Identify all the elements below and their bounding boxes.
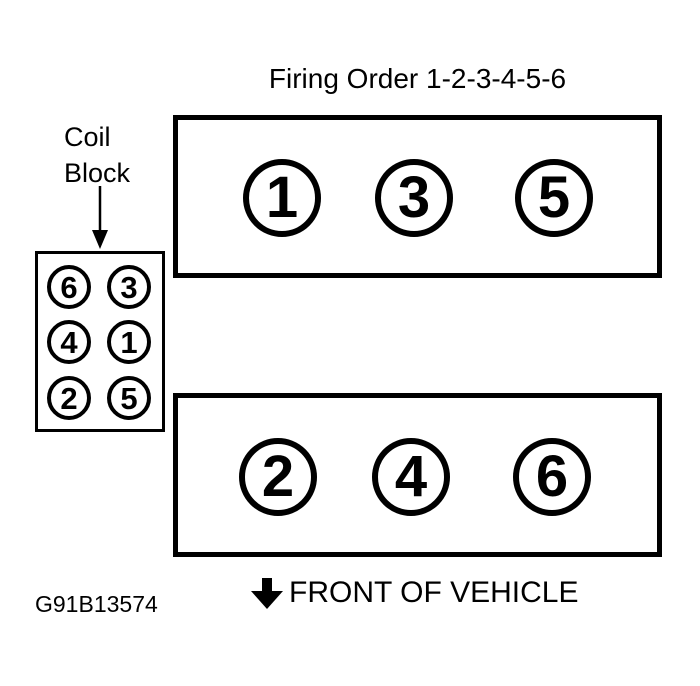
down-arrow-icon <box>92 186 108 249</box>
cylinder-number: 3 <box>397 165 431 230</box>
coil-terminal-circle: 1 <box>107 320 151 364</box>
cylinder-circle: 3 <box>375 159 453 237</box>
front-of-vehicle-label: FRONT OF VEHICLE <box>289 576 579 609</box>
coil-terminal-circle: 3 <box>107 265 151 309</box>
cylinder-circle: 1 <box>243 159 321 237</box>
cylinder-circle: 2 <box>239 438 317 516</box>
coil-block-label: Coil Block <box>64 119 130 191</box>
cylinder-number: 2 <box>261 444 295 509</box>
coil-terminal-number: 2 <box>60 380 78 416</box>
diagram-title: Firing Order 1-2-3-4-5-6 <box>268 63 567 94</box>
cylinder-number: 5 <box>537 165 571 230</box>
figure-id: G91B13574 <box>35 591 158 617</box>
coil-terminal-circle: 6 <box>47 265 91 309</box>
cylinder-number: 4 <box>394 444 428 509</box>
cylinder-bank-front: 2 4 6 <box>173 393 662 557</box>
cylinder-circle: 4 <box>372 438 450 516</box>
coil-terminal-circle: 4 <box>47 320 91 364</box>
cylinder-circle: 6 <box>513 438 591 516</box>
coil-terminal-number: 4 <box>60 324 78 360</box>
cylinder-bank-rear: 1 3 5 <box>173 115 662 278</box>
coil-block-label-line2: Block <box>64 158 131 188</box>
front-direction-down-arrow-icon <box>251 578 283 609</box>
coil-terminal-number: 3 <box>120 269 138 305</box>
coil-terminal-circle: 2 <box>47 376 91 420</box>
coil-terminal-circle: 5 <box>107 376 151 420</box>
coil-terminal-number: 5 <box>120 380 138 416</box>
coil-terminal-number: 1 <box>120 324 138 360</box>
cylinder-circle: 5 <box>515 159 593 237</box>
coil-terminal-number: 6 <box>60 269 78 305</box>
cylinder-number: 1 <box>265 165 299 230</box>
coil-block-label-line1: Coil <box>64 122 111 152</box>
coil-block-box: 6 3 4 1 2 5 <box>35 251 165 432</box>
cylinder-number: 6 <box>535 444 569 509</box>
